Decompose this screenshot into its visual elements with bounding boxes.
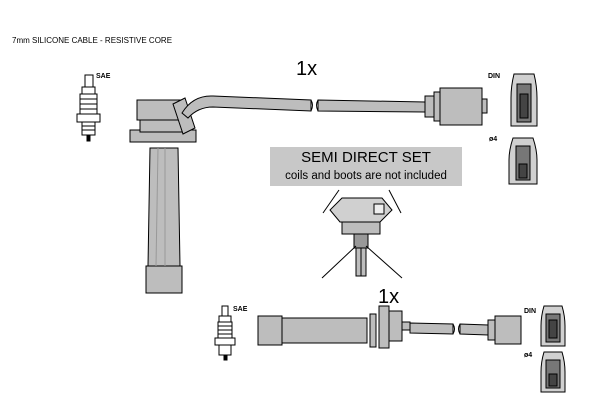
cable-spec-header: 7mm SILICONE CABLE - RESISTIVE CORE bbox=[12, 36, 173, 45]
note-subtitle: coils and boots are not included bbox=[285, 170, 447, 182]
main-spark-plug bbox=[76, 74, 101, 142]
main-plug-type-label: SAE bbox=[96, 73, 111, 80]
main-terminal-section bbox=[508, 137, 538, 185]
main-cable bbox=[181, 87, 488, 126]
secondary-terminal-size-label: ø4 bbox=[524, 352, 533, 359]
semi-direct-set-note: SEMI DIRECT SET coils and boots are not … bbox=[270, 147, 462, 186]
main-din-boot-section bbox=[510, 73, 538, 127]
main-lead-quantity: 1x bbox=[296, 58, 318, 80]
secondary-lead-quantity: 1x bbox=[378, 286, 400, 308]
main-boot-type-label: DIN bbox=[488, 73, 501, 80]
secondary-plug-type-label: SAE bbox=[233, 306, 248, 313]
secondary-boot-type-label: DIN bbox=[524, 308, 537, 315]
secondary-terminal-section bbox=[540, 351, 566, 393]
main-terminal-size-label: ø4 bbox=[489, 136, 498, 143]
coil-pointer-lines bbox=[321, 189, 403, 279]
secondary-cable bbox=[257, 305, 522, 349]
note-title: SEMI DIRECT SET bbox=[301, 149, 431, 166]
main-coil-boot bbox=[129, 97, 197, 294]
secondary-spark-plug bbox=[214, 305, 236, 361]
ignition-coil bbox=[329, 197, 393, 277]
secondary-din-boot-section bbox=[540, 305, 566, 347]
